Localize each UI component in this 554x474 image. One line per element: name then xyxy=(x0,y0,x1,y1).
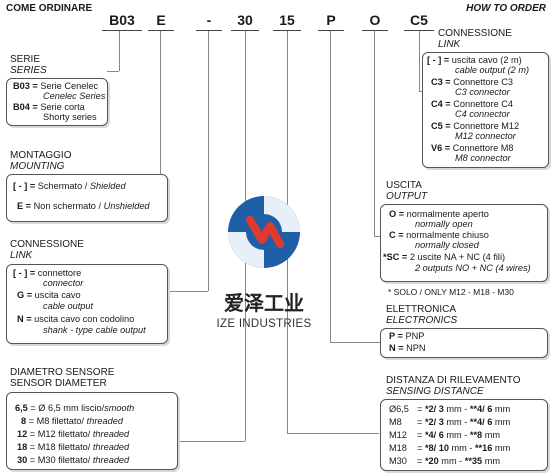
serie-title: SERIE xyxy=(10,54,41,65)
code-uscita: O xyxy=(369,12,381,28)
diametro-box: 6,5 = Ø 6,5 mm liscio/smooth 8 = M8 file… xyxy=(6,392,178,470)
link-row-en: M12 connector xyxy=(455,131,516,141)
serie-box: B03 = Serie Cenelec Cenelec Series B04 =… xyxy=(6,78,108,126)
montaggio-subtitle: MOUNTING xyxy=(10,161,65,172)
uscita-row-en: normally closed xyxy=(415,240,479,250)
link-row: C3 = Connettore C3 xyxy=(431,77,513,87)
connector-line xyxy=(330,31,331,342)
elettronica-subtitle: ELECTRONICS xyxy=(386,315,458,326)
underline xyxy=(196,30,222,31)
diametro-title: DIAMETRO SENSORE xyxy=(10,367,115,378)
uscita-row: C = normalmente chiuso xyxy=(389,230,489,240)
connessione-box: [ - ] = connettore connector G = uscita … xyxy=(6,264,168,344)
connector-line xyxy=(107,71,119,72)
serie-row: B03 = Serie Cenelec xyxy=(13,81,99,91)
uscita-row-en: 2 outputs NO + NC (4 wires) xyxy=(415,263,531,273)
logo-name-en: IZE INDUSTRIES xyxy=(216,318,312,330)
diametro-row: 6,5 = Ø 6,5 mm liscio/smooth xyxy=(15,403,135,413)
connessione-subtitle: LINK xyxy=(10,250,33,261)
code-elettronica: P xyxy=(326,12,336,28)
connessione-row-en: connector xyxy=(43,278,84,288)
montaggio-row: [ - ] = Schermato / Shielded xyxy=(13,181,126,191)
distanza-title: DISTANZA DI RILEVAMENTO xyxy=(386,375,521,386)
connessione-right-box: [ - ] = uscita cavo (2 m) cable output (… xyxy=(422,52,549,168)
uscita-row: *SC = 2 uscite NA + NC (4 fili) xyxy=(383,252,506,262)
link-row-en: M8 connector xyxy=(455,153,511,163)
serie-subtitle: SERIES xyxy=(10,65,47,76)
link-row: C5 = Connettore M12 xyxy=(431,121,520,131)
code-connessione: C5 xyxy=(410,12,428,28)
connessione-row: G = uscita cavo xyxy=(17,290,81,300)
connector-line xyxy=(419,31,420,91)
serie-row-en: Cenelec Series xyxy=(43,91,106,101)
connessione-right-subtitle: LINK xyxy=(438,39,461,50)
elettronica-row: P = PNP xyxy=(389,331,425,341)
diametro-row: 30 = M30 filettato/ threaded xyxy=(17,455,130,465)
diametro-row: 18 = M18 filettato/ threaded xyxy=(17,442,130,452)
code-serie: B03 xyxy=(109,12,135,28)
elettronica-box: P = PNP N = NPN xyxy=(380,328,548,358)
link-row-en: cable output (2 m) xyxy=(455,65,530,75)
distanza-subtitle: SENSING DISTANCE xyxy=(386,386,484,397)
uscita-box: O = normalmente aperto normally open C =… xyxy=(380,204,548,282)
diametro-row: 8 = M8 filettato/ threaded xyxy=(21,416,123,426)
connector-line xyxy=(160,31,161,201)
connessione-title: CONNESSIONE xyxy=(10,239,84,250)
serie-row-en: Shorty series xyxy=(43,112,97,122)
title-en: HOW TO ORDER xyxy=(466,3,546,14)
uscita-subtitle: OUTPUT xyxy=(386,191,428,202)
connessione-row-en: shank - type cable output xyxy=(43,325,146,335)
underline xyxy=(362,30,388,31)
link-row: V6 = Connettore M8 xyxy=(431,143,514,153)
connessione-row-en: cable output xyxy=(43,301,94,311)
distanza-row: M30= *20 mm - **35 mm xyxy=(389,456,500,466)
connector-line xyxy=(166,291,208,292)
montaggio-title: MONTAGGIO xyxy=(10,150,72,161)
code-distanza: 15 xyxy=(279,12,295,28)
distanza-row: M8= *2/ 3 mm - **4/ 6 mm xyxy=(389,417,511,427)
elettronica-row: N = NPN xyxy=(389,343,426,353)
connessione-row: N = uscita cavo con codolino xyxy=(17,314,135,324)
uscita-note: * SOLO / ONLY M12 - M18 - M30 xyxy=(388,287,514,297)
connector-line xyxy=(374,31,375,236)
montaggio-row: E = Non schermato / Unshielded xyxy=(17,201,150,211)
ize-logo-icon xyxy=(228,196,300,268)
distanza-row: Ø6,5= *2/ 3 mm - **4/ 6 mm xyxy=(389,404,511,414)
diametro-row: 12 = M12 filettato/ threaded xyxy=(17,429,130,439)
connector-line xyxy=(330,342,380,343)
connessione-right-title: CONNESSIONE xyxy=(438,28,512,39)
code-diametro: 30 xyxy=(237,12,253,28)
underline xyxy=(318,30,344,31)
diametro-subtitle: SENSOR DIAMETER xyxy=(10,378,107,389)
connector-line xyxy=(176,441,245,442)
uscita-row: O = normalmente aperto xyxy=(389,209,489,219)
connector-line xyxy=(208,31,209,291)
code-montaggio: E xyxy=(156,12,166,28)
uscita-row-en: normally open xyxy=(415,219,473,229)
logo-name-cn: 爱泽工业 xyxy=(224,293,304,315)
underline xyxy=(404,30,434,31)
connector-line xyxy=(287,433,379,434)
underline xyxy=(148,30,174,31)
underline xyxy=(273,30,301,31)
distanza-row: M18= *8/ 10 mm - **16 mm xyxy=(389,443,511,453)
uscita-title: USCITA xyxy=(386,180,422,191)
underline xyxy=(231,30,259,31)
title-it: COME ORDINARE xyxy=(6,3,93,14)
serie-row: B04 = Serie corta xyxy=(13,102,85,112)
link-row: C4 = Connettore C4 xyxy=(431,99,513,109)
connector-line xyxy=(374,236,380,237)
distanza-box: Ø6,5= *2/ 3 mm - **4/ 6 mm M8= *2/ 3 mm … xyxy=(380,399,548,471)
code-dash: - xyxy=(206,12,212,28)
distanza-row: M12= *4/ 6 mm - **8 mm xyxy=(389,430,500,440)
elettronica-title: ELETTRONICA xyxy=(386,304,457,315)
link-row: [ - ] = uscita cavo (2 m) xyxy=(427,55,522,65)
connector-line xyxy=(119,31,120,71)
underline xyxy=(102,30,142,31)
link-row-en: C4 connector xyxy=(455,109,510,119)
link-row-en: C3 connector xyxy=(455,87,510,97)
montaggio-box: [ - ] = Schermato / Shielded E = Non sch… xyxy=(6,174,168,222)
connessione-row: [ - ] = connettore xyxy=(13,268,82,278)
connector-line xyxy=(419,91,422,92)
